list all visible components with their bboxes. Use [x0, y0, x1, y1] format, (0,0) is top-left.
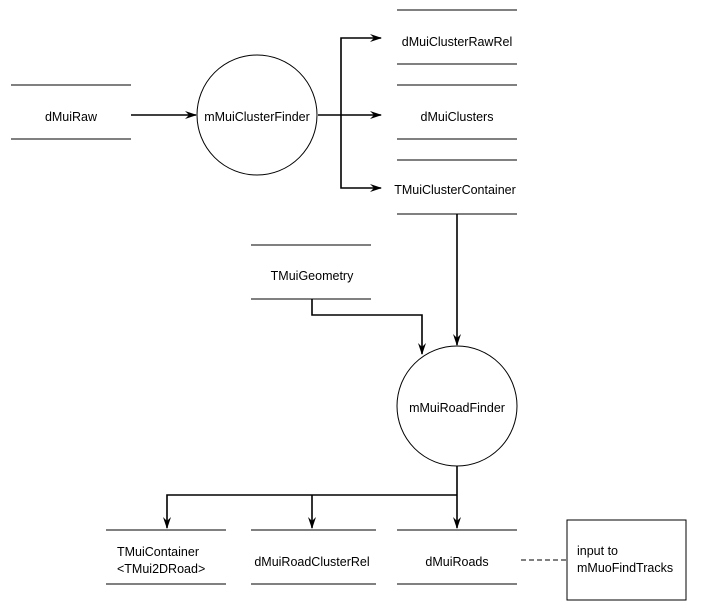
module-label-mmuiclusterfinder: mMuiClusterFinder	[204, 110, 310, 124]
store-dmuiclusters: dMuiClusters	[397, 84, 517, 140]
store-label-dmuiroads: dMuiRoads	[425, 555, 488, 569]
store-dmuiroads: dMuiRoads	[397, 529, 517, 585]
note-line1: input to	[577, 544, 618, 558]
store-label-dmuiclusterrawrel: dMuiClusterRawRel	[402, 35, 512, 49]
store-tmuiclustercontainer: TMuiClusterContainer	[394, 159, 517, 215]
store-label-tmuicontainer-line1: TMuiContainer	[117, 545, 199, 559]
store-label-dmuiclusters: dMuiClusters	[421, 110, 494, 124]
store-label-dmuiroadclusterrel: dMuiRoadClusterRel	[254, 555, 369, 569]
store-label-tmuicontainer-line2: <TMui2DRoad>	[117, 562, 205, 576]
module-mmuiclusterfinder: mMuiClusterFinder	[196, 54, 318, 176]
store-dmuiraw: dMuiRaw	[11, 84, 131, 140]
store-dmuiclusterrawrel: dMuiClusterRawRel	[397, 9, 517, 65]
store-label-tmuiclustercontainer: TMuiClusterContainer	[394, 183, 516, 197]
store-label-tmuigeometry: TMuiGeometry	[271, 269, 354, 283]
store-tmuicontainer: TMuiContainer <TMui2DRoad>	[106, 529, 226, 585]
module-label-mmuiroadfinder: mMuiRoadFinder	[409, 401, 505, 415]
store-tmuigeometry: TMuiGeometry	[251, 244, 371, 300]
arrow-geometry-to-roadfinder	[311, 299, 426, 355]
note-line2: mMuoFindTracks	[577, 561, 673, 575]
arrow-roadfinder-to-tmuicontainer	[163, 494, 457, 529]
arrow-clusterfinder-to-clustercontainer	[340, 115, 382, 192]
store-dmuiroadclusterrel: dMuiRoadClusterRel	[251, 529, 376, 585]
note-box: input to mMuoFindTracks	[566, 519, 687, 601]
arrow-clusterfinder-to-clusterrawrel	[340, 34, 382, 115]
store-label-dmuiraw: dMuiRaw	[45, 110, 98, 124]
module-mmuiroadfinder: mMuiRoadFinder	[396, 345, 518, 467]
